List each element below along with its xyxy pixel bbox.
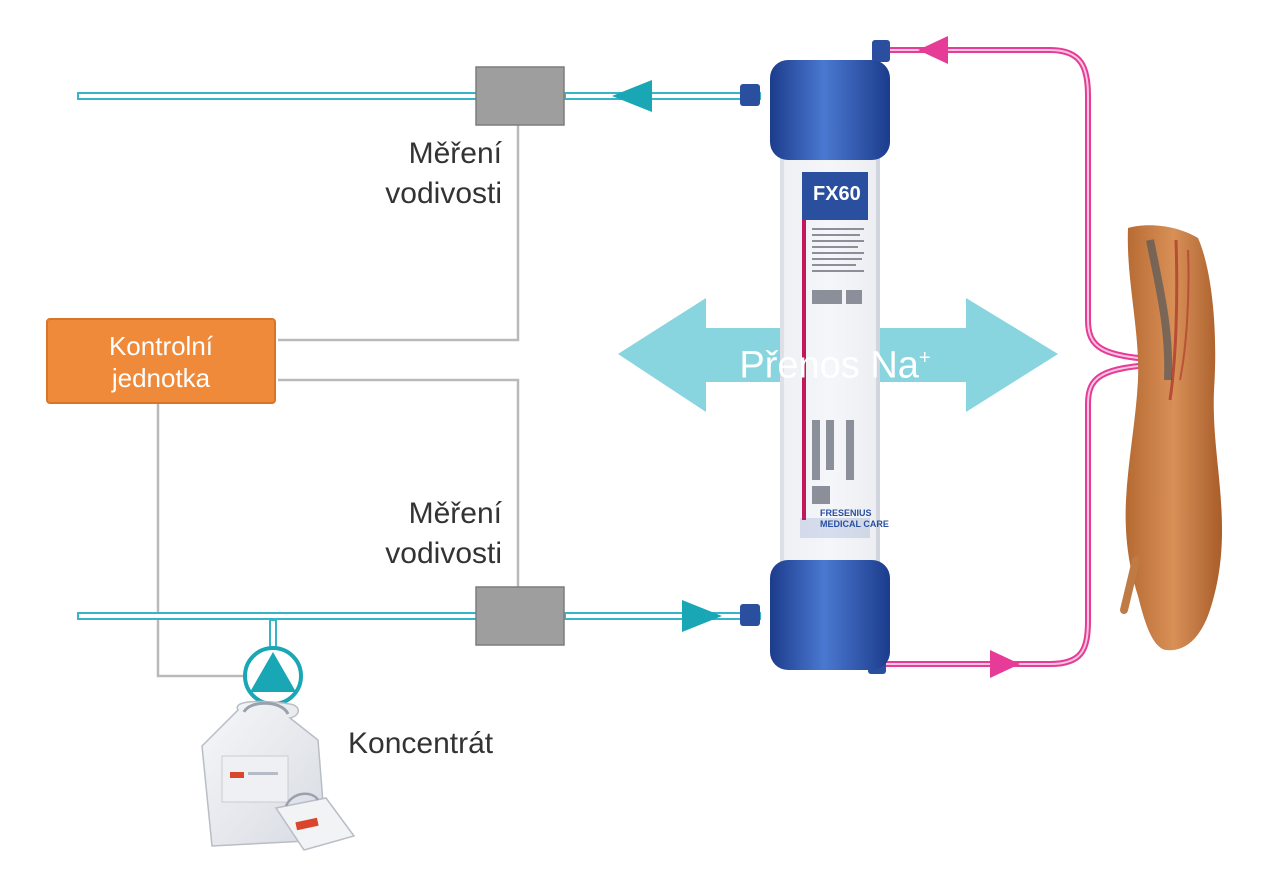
dialyzer-brand-line1: FRESENIUS (820, 508, 872, 518)
dialyzer-model-label: FX60 (813, 183, 861, 205)
concentrate-bag-icon (201, 700, 356, 851)
pump-icon (243, 646, 303, 706)
dialyzer-icon (740, 40, 890, 674)
concentrate-label: Koncentrát (348, 727, 494, 760)
conductivity-label-top-line2: vodivosti (385, 177, 502, 210)
control-unit-box: Kontrolní jednotka (46, 318, 276, 404)
conductivity-label-bottom-line1: Měření (408, 497, 502, 530)
control-wiring (156, 125, 520, 678)
sodium-transfer-superscript: + (918, 347, 931, 369)
blood-line (880, 36, 1161, 678)
control-unit-line1: Kontrolní (108, 331, 214, 361)
conductivity-label-bottom-line2: vodivosti (385, 537, 502, 570)
dialysate-outflow-line (77, 80, 761, 112)
conductivity-sensor-top (475, 66, 565, 126)
dialyzer-brand-label: FRESENIUS MEDICAL CARE (820, 508, 889, 530)
conductivity-sensor-bottom (475, 586, 565, 646)
conductivity-label-bottom: Měření vodivosti (360, 494, 502, 574)
conductivity-label-top: Měření vodivosti (360, 134, 502, 214)
conductivity-label-top-line1: Měření (408, 137, 502, 170)
arm-icon (1120, 225, 1222, 651)
sodium-transfer-label: Přenos Na+ (700, 335, 970, 389)
control-unit-line2: jednotka (111, 363, 211, 393)
sodium-transfer-text: Přenos Na (739, 344, 919, 387)
dialysate-inflow-line (77, 600, 761, 632)
dialyzer-brand-line2: MEDICAL CARE (820, 519, 889, 529)
